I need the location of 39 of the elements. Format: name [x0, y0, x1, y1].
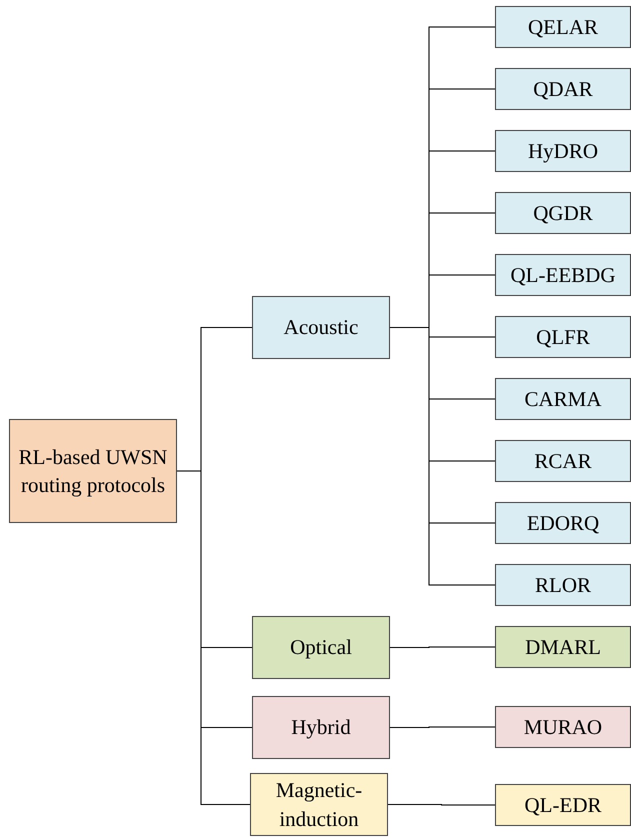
- protocol-box: [495, 626, 631, 668]
- category-box: [250, 773, 388, 836]
- protocol-box: [495, 254, 631, 296]
- protocol-box: [495, 440, 631, 482]
- node-label: RCAR: [534, 448, 592, 475]
- node-label: QL-EEBDG: [510, 262, 616, 289]
- node-label: QELAR: [528, 14, 598, 41]
- protocol-box: [495, 316, 631, 358]
- node-label: DMARL: [525, 634, 601, 661]
- connector-line: [388, 804, 496, 806]
- node-label: MURAO: [524, 714, 602, 741]
- root-box: [9, 419, 177, 523]
- node-label: CARMA: [524, 386, 602, 413]
- node-label: Acoustic: [284, 314, 358, 342]
- node-label: Hybrid: [291, 714, 351, 742]
- node-label: HyDRO: [528, 138, 598, 165]
- node-label: RLOR: [534, 572, 591, 599]
- protocol-box: [495, 6, 631, 48]
- node-label: QDAR: [533, 76, 593, 103]
- protocol-box: [495, 564, 631, 606]
- protocol-box: [495, 378, 631, 420]
- protocol-box: [495, 502, 631, 544]
- category-box: [252, 296, 390, 359]
- category-box: [252, 616, 390, 679]
- node-label: EDORQ: [526, 510, 600, 537]
- protocol-box: [495, 706, 631, 748]
- category-box: [252, 696, 390, 759]
- protocol-box: [495, 784, 631, 826]
- node-label: QL-EDR: [524, 792, 602, 819]
- protocol-box: [495, 192, 631, 234]
- node-label: QGDR: [533, 200, 593, 227]
- protocol-box: [495, 68, 631, 110]
- node-label: RL-based UWSN routing protocols: [18, 444, 168, 499]
- protocol-box: [495, 130, 631, 172]
- connector-line: [390, 646, 496, 648]
- node-label: Magnetic-induction: [274, 777, 364, 832]
- node-label: QLFR: [536, 324, 590, 351]
- connector-line: [390, 726, 496, 728]
- node-label: Optical: [290, 634, 352, 662]
